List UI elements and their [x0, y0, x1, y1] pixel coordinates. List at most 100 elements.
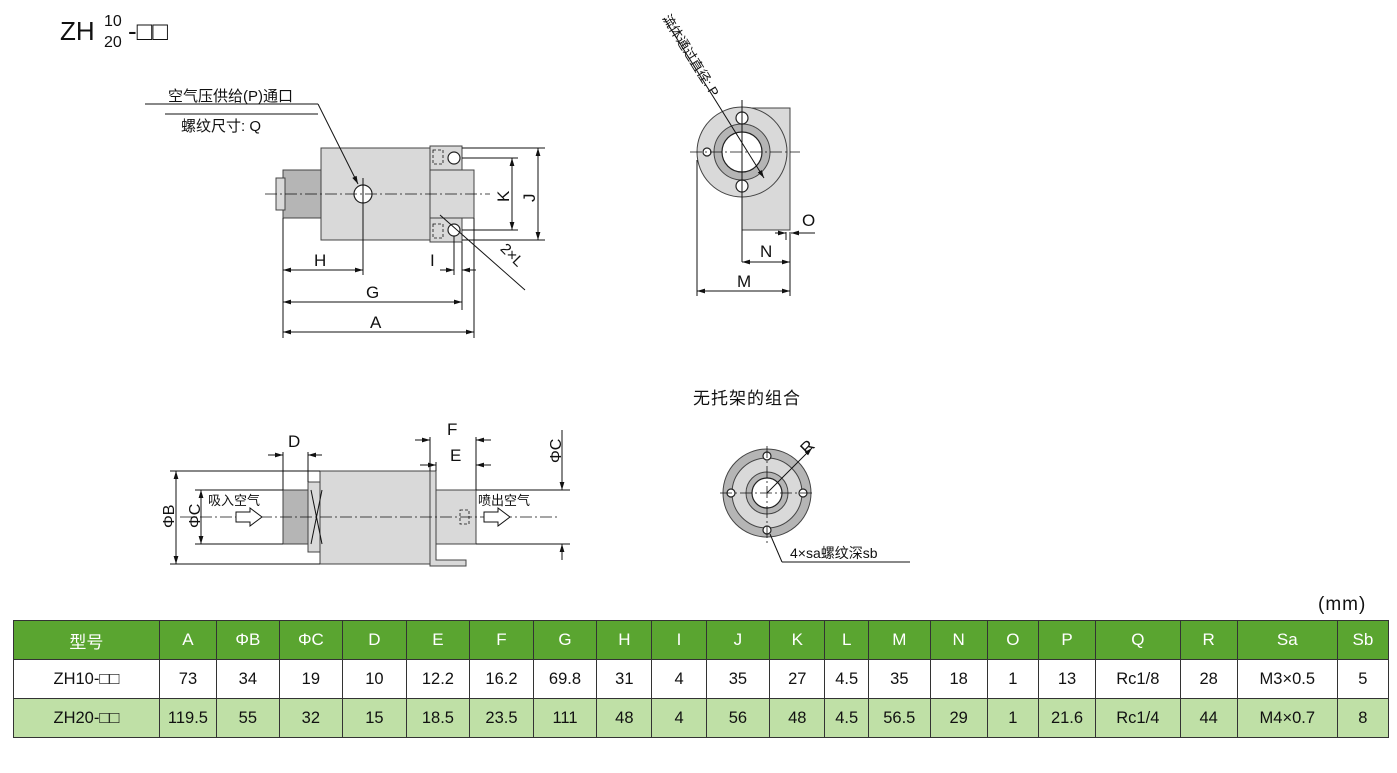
header-cell: G	[532, 620, 598, 660]
table-cell: M3×0.5	[1236, 659, 1338, 699]
dim-K: K	[494, 190, 513, 202]
svg-text:ZH: ZH	[60, 16, 95, 46]
table-cell: 27	[769, 659, 826, 699]
table-cell: 10	[342, 659, 407, 699]
header-cell: Sa	[1236, 620, 1338, 660]
no-bracket-view: 无托架的组合 R 4×sa螺纹深sb	[693, 389, 910, 563]
header-cell: P	[1037, 620, 1097, 660]
radius-label: R	[797, 436, 819, 458]
dim-O: O	[802, 211, 815, 230]
flow-view: 吸入空气 喷出空气 D F E ΦB ΦC ΦC	[161, 420, 570, 567]
header-cell: 型号	[13, 620, 160, 660]
dim-phiB: ΦB	[161, 505, 178, 528]
table-cell: 1	[986, 659, 1039, 699]
table-cell: 13	[1037, 659, 1097, 699]
table-cell: 21.6	[1037, 698, 1097, 738]
header-cell: E	[405, 620, 471, 660]
header-cell: O	[986, 620, 1039, 660]
spec-table: 型号 A ΦB ΦC D E F G H I J K L M N O P Q R…	[13, 620, 1390, 738]
dim-phiC-left: ΦC	[187, 504, 204, 528]
dim-A: A	[370, 313, 382, 332]
header-cell: J	[705, 620, 771, 660]
table-cell: Rc1/8	[1095, 659, 1181, 699]
table-cell: 56	[705, 698, 771, 738]
svg-text:10: 10	[104, 13, 122, 30]
table-header-row: 型号 A ΦB ΦC D E F G H I J K L M N O P Q R…	[13, 620, 1390, 660]
table-cell: 16.2	[469, 659, 534, 699]
table-cell: ZH10-□□	[13, 659, 160, 699]
header-cell: R	[1179, 620, 1238, 660]
table-cell: 18.5	[405, 698, 471, 738]
table-cell: 15	[342, 698, 407, 738]
table-cell: 12.2	[405, 659, 471, 699]
diameter-label: 流体通过直径: P	[659, 12, 721, 100]
header-cell: ΦB	[216, 620, 280, 660]
header-cell: Q	[1095, 620, 1181, 660]
table-cell: 29	[929, 698, 988, 738]
table-cell: 19	[278, 659, 344, 699]
unit-label: (mm)	[1318, 594, 1367, 615]
table-cell: 34	[216, 659, 280, 699]
header-cell: Sb	[1336, 620, 1390, 660]
table-row: ZH20-□□ 119.5 55 32 15 18.5 23.5 111 48 …	[13, 698, 1390, 738]
table-cell: 4.5	[824, 659, 870, 699]
dim-L: 2×L	[497, 240, 527, 270]
table-cell: 48	[769, 698, 826, 738]
header-cell: I	[651, 620, 707, 660]
table-row: ZH10-□□ 73 34 19 10 12.2 16.2 69.8 31 4 …	[13, 659, 1390, 699]
dim-F: F	[447, 420, 457, 439]
table-cell: 28	[1179, 659, 1238, 699]
header-cell: A	[158, 620, 218, 660]
table-cell: 44	[1179, 698, 1238, 738]
header-cell: L	[824, 620, 870, 660]
table-cell: 1	[986, 698, 1039, 738]
dim-phiC-right: ΦC	[548, 439, 565, 463]
table-cell: 73	[158, 659, 218, 699]
table-cell: 69.8	[532, 659, 598, 699]
svg-text:-□□: -□□	[128, 16, 168, 46]
technical-drawing: ZH 10 20 -□□ 空气压供给(P)通口 螺纹尺寸: Q	[60, 12, 910, 567]
dim-M: M	[737, 272, 751, 291]
table-cell: 8	[1336, 698, 1390, 738]
table-cell: 35	[705, 659, 771, 699]
table-cell: 48	[596, 698, 653, 738]
table-cell: M4×0.7	[1236, 698, 1338, 738]
port-thread-label: 螺纹尺寸: Q	[181, 118, 261, 135]
thread-label: 4×sa螺纹深sb	[790, 545, 878, 561]
end-view: 流体通过直径: P O N M	[659, 12, 815, 296]
port-label: 空气压供给(P)通口	[168, 88, 293, 105]
model-title: ZH 10 20 -□□	[60, 13, 168, 51]
exhaust-label: 喷出空气	[478, 493, 530, 508]
header-cell: K	[769, 620, 826, 660]
table-cell: Rc1/4	[1095, 698, 1181, 738]
table-cell: 4	[651, 698, 707, 738]
table-cell: 119.5	[158, 698, 218, 738]
table-cell: 18	[929, 659, 988, 699]
dim-I: I	[430, 251, 435, 270]
table-cell: 4.5	[824, 698, 870, 738]
table-cell: 55	[216, 698, 280, 738]
dim-J: J	[520, 194, 539, 203]
svg-text:20: 20	[104, 34, 122, 51]
table-cell: 5	[1336, 659, 1390, 699]
no-bracket-title: 无托架的组合	[693, 389, 801, 408]
table-cell: 32	[278, 698, 344, 738]
header-cell: D	[342, 620, 407, 660]
header-cell: ΦC	[278, 620, 344, 660]
table-cell: 111	[532, 698, 598, 738]
dim-E: E	[450, 446, 461, 465]
header-cell: F	[469, 620, 534, 660]
header-cell: M	[868, 620, 931, 660]
table-cell: 4	[651, 659, 707, 699]
table-cell: 56.5	[868, 698, 931, 738]
table-cell: ZH20-□□	[13, 698, 160, 738]
header-cell: N	[929, 620, 988, 660]
dim-H: H	[314, 251, 326, 270]
dim-D: D	[288, 432, 300, 451]
table-cell: 35	[868, 659, 931, 699]
suction-label: 吸入空气	[208, 493, 260, 508]
side-view: 空气压供给(P)通口 螺纹尺寸: Q K J 2×L H I G A	[145, 88, 545, 338]
dim-G: G	[366, 283, 379, 302]
dim-N: N	[760, 242, 772, 261]
table-cell: 23.5	[469, 698, 534, 738]
